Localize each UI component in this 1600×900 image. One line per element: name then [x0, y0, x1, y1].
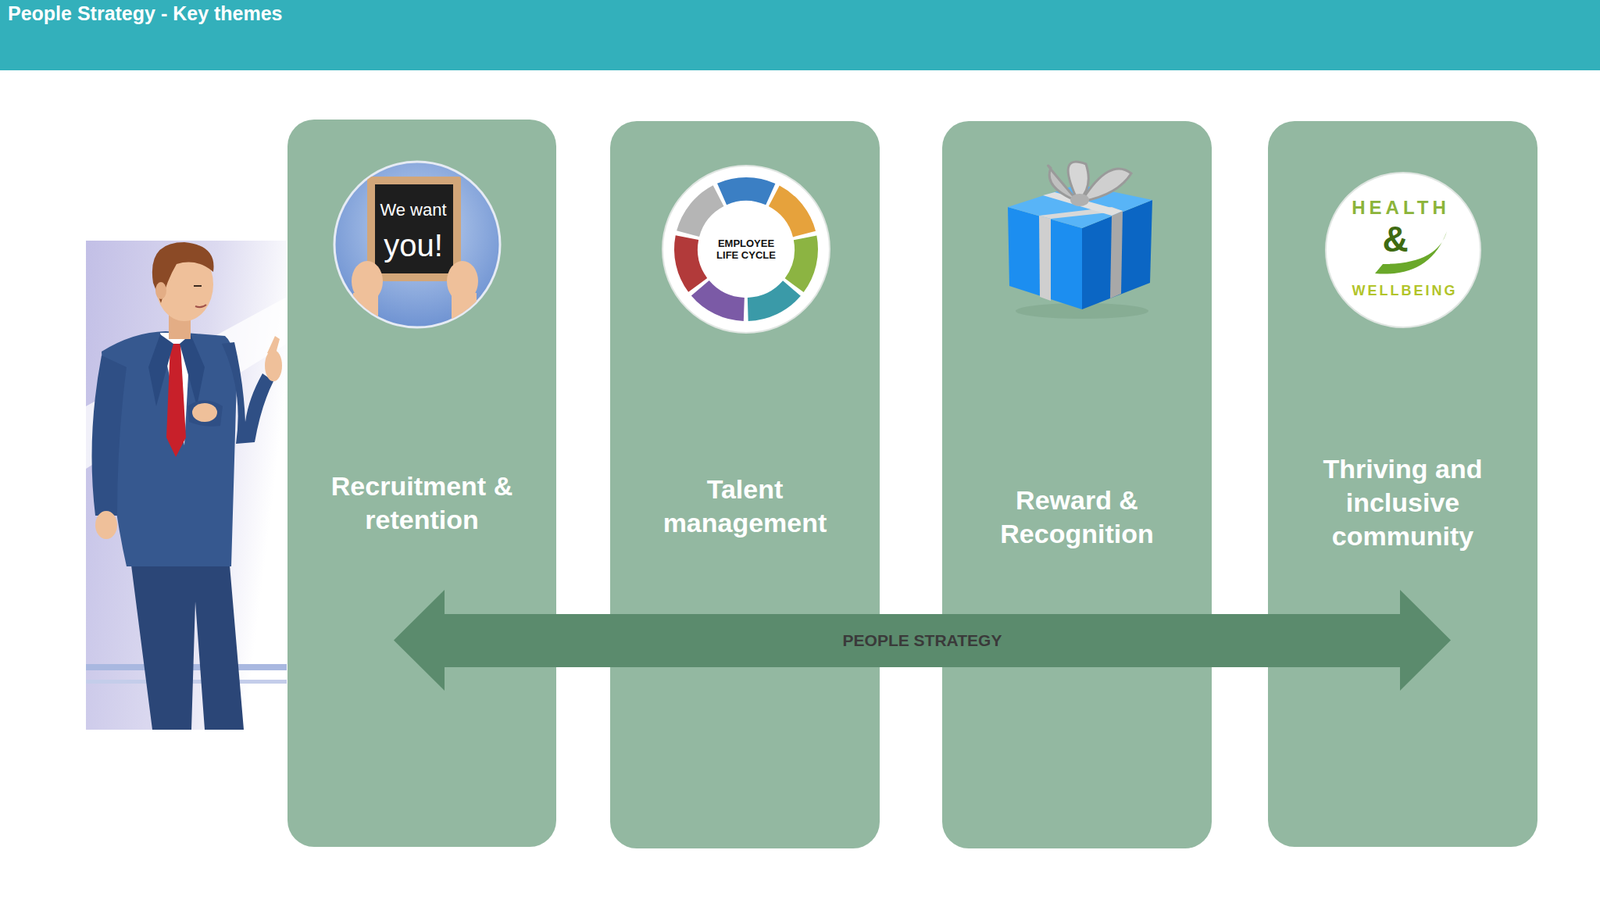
gift-box-icon — [1110, 210, 1123, 299]
presenter-illustration — [267, 335, 280, 357]
presenter-illustration — [155, 282, 167, 300]
gift-box-icon — [1039, 215, 1051, 301]
theme-title: Talent management — [635, 472, 855, 540]
band-label: PEOPLE STRATEGY — [393, 631, 1451, 650]
gift-box-icon — [1070, 193, 1090, 207]
employee-life-cycle-icon — [662, 165, 830, 333]
presenter-illustration — [221, 342, 274, 444]
gift-box-icon — [1042, 192, 1123, 216]
presenter-illustration — [152, 242, 215, 304]
icon-logo-text: WELLBEING — [1352, 282, 1458, 300]
we-want-you-icon — [367, 176, 461, 282]
chalkboard-text: We want — [379, 200, 447, 220]
presenter-illustration — [85, 240, 287, 730]
strategy-arrow-band: PEOPLE STRATEGY — [393, 589, 1451, 691]
slide-title: People Strategy - Key themes — [7, 2, 283, 25]
presenter-illustration — [148, 334, 174, 407]
employee-life-cycle-icon — [660, 164, 831, 334]
presenter-illustration — [193, 285, 202, 287]
presenter-illustration — [166, 343, 186, 458]
presenter-illustration — [192, 403, 218, 422]
presenter-illustration — [128, 546, 244, 730]
theme-title: Thriving and inclusive community — [1292, 452, 1513, 554]
presenter-illustration — [187, 400, 223, 427]
employee-life-cycle-icon — [672, 175, 820, 323]
employee-life-cycle-icon — [661, 164, 830, 333]
icon-logo-text: HEALTH — [1351, 196, 1450, 219]
presenter-illustration — [195, 304, 207, 308]
presenter-illustration — [95, 510, 118, 540]
we-want-you-icon — [375, 184, 454, 274]
presenter-illustration — [85, 240, 287, 730]
health-wellbeing-icon — [1325, 172, 1481, 328]
icon-center-text: EMPLOYEE LIFE CYCLE — [710, 237, 783, 261]
theme-title: Recruitment & retention — [312, 469, 532, 537]
header-bar: People Strategy - Key themes — [0, 0, 1600, 71]
health-wellbeing-icon — [1325, 172, 1481, 328]
theme-title: Reward & Recognition — [967, 483, 1187, 551]
presenter-illustration — [179, 334, 205, 407]
chalkboard-text: you! — [383, 227, 443, 264]
icon-logo-text: & — [1382, 218, 1408, 261]
employee-life-cycle-icon — [660, 164, 831, 334]
we-want-you-icon — [351, 176, 479, 333]
presenter-illustration — [92, 355, 128, 516]
arrow-band-shape — [393, 589, 1451, 691]
